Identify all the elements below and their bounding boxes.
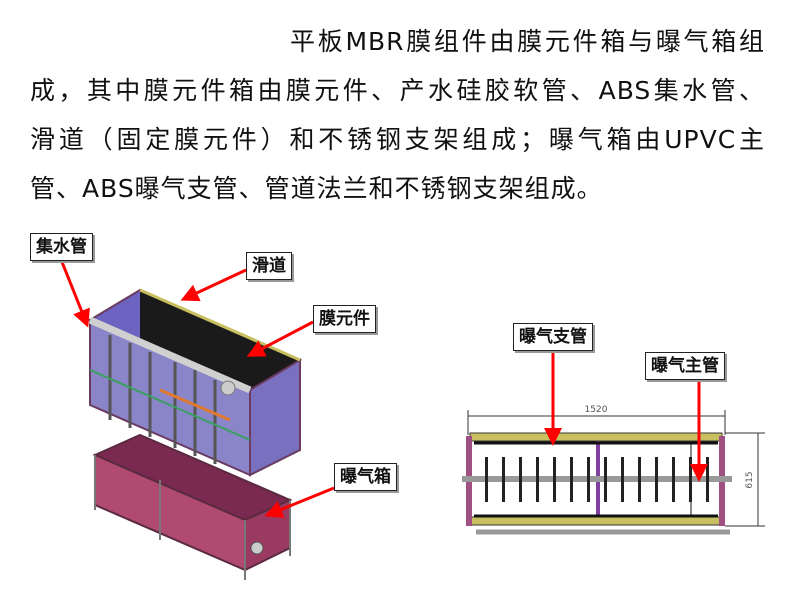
paragraph-line: 管、ABS曝气支管、管道法兰和不锈钢支架组成。	[30, 174, 603, 203]
label-aeration-main: 曝气主管	[645, 352, 725, 380]
callout-arrows	[60, 261, 708, 518]
arrow-membrane-element	[246, 320, 314, 357]
label-slide-rail: 滑道	[246, 252, 292, 280]
aeration-plan-drawing: 1520 615	[462, 405, 765, 535]
paragraph-line: 平板MBR膜组件由膜元件箱与曝气箱组	[290, 27, 765, 56]
label-membrane-element: 膜元件	[313, 305, 376, 333]
dimension-height: 615	[745, 471, 755, 488]
arrow-collector-pipe	[60, 261, 90, 328]
aeration-box-illustration	[92, 433, 293, 580]
arrow-aeration-box	[264, 486, 335, 518]
label-aeration-branch: 曝气支管	[513, 323, 593, 351]
arrow-slide-rail	[180, 268, 247, 302]
label-aeration-box: 曝气箱	[334, 463, 397, 491]
description-paragraph: 平板MBR膜组件由膜元件箱与曝气箱组 成，其中膜元件箱由膜元件、产水硅胶软管、A…	[30, 22, 765, 218]
dimension-width: 1520	[585, 405, 608, 415]
label-collector-pipe: 集水管	[30, 233, 93, 261]
paragraph-line: 滑道（固定膜元件）和不锈钢支架组成；曝气箱由UPVC主	[30, 125, 765, 154]
membrane-box-illustration	[87, 288, 303, 477]
paragraph-line: 成，其中膜元件箱由膜元件、产水硅胶软管、ABS集水管、	[30, 76, 765, 105]
